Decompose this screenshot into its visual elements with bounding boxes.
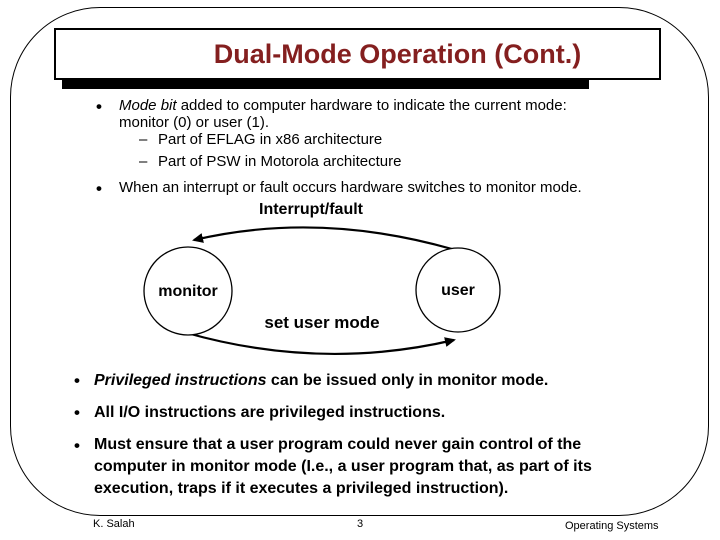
sub-bullet-eflag: Part of EFLAG in x86 architecture [158, 131, 383, 148]
bullet-privileged-lead: Privileged instructions [94, 372, 267, 389]
sub-bullet-psw: Part of PSW in Motorola architecture [158, 153, 402, 170]
bullet-user-program-control: Must ensure that a user program could ne… [94, 436, 592, 497]
bullet-icon: • [74, 403, 80, 422]
bullet-icon: • [96, 179, 102, 198]
footer-author: K. Salah [93, 518, 135, 530]
user-state-label: user [441, 282, 475, 299]
bullet-icon: • [74, 436, 80, 455]
bullet-mode-bit: Mode bit added to computer hardware to i… [119, 97, 589, 131]
diagram-top-arc-label: Interrupt/fault [259, 201, 363, 218]
bullet-io-instructions: All I/O instructions are privileged inst… [94, 404, 446, 421]
bullet-mode-bit-lead: Mode bit [119, 97, 177, 114]
diagram-bottom-arc-label: set user mode [264, 313, 380, 332]
bullet-icon: • [74, 371, 80, 390]
monitor-state-label: monitor [158, 283, 218, 300]
bullet-icon: • [96, 97, 102, 116]
dash-icon: – [139, 153, 148, 170]
slide-frame [10, 7, 709, 516]
bullet-interrupt-switch: When an interrupt or fault occurs hardwa… [119, 179, 582, 196]
bullet-privileged: Privileged instructions can be issued on… [94, 370, 654, 392]
bullet-privileged-rest: can be issued only in monitor mode. [266, 372, 549, 389]
footer-course: Operating Systems [565, 520, 659, 532]
dash-icon: – [139, 131, 148, 148]
page-title: Dual-Mode Operation (Cont.) [54, 28, 661, 80]
bullet-mode-bit-rest: added to computer hardware to indicate t… [119, 97, 567, 131]
footer-page-number: 3 [356, 518, 364, 530]
